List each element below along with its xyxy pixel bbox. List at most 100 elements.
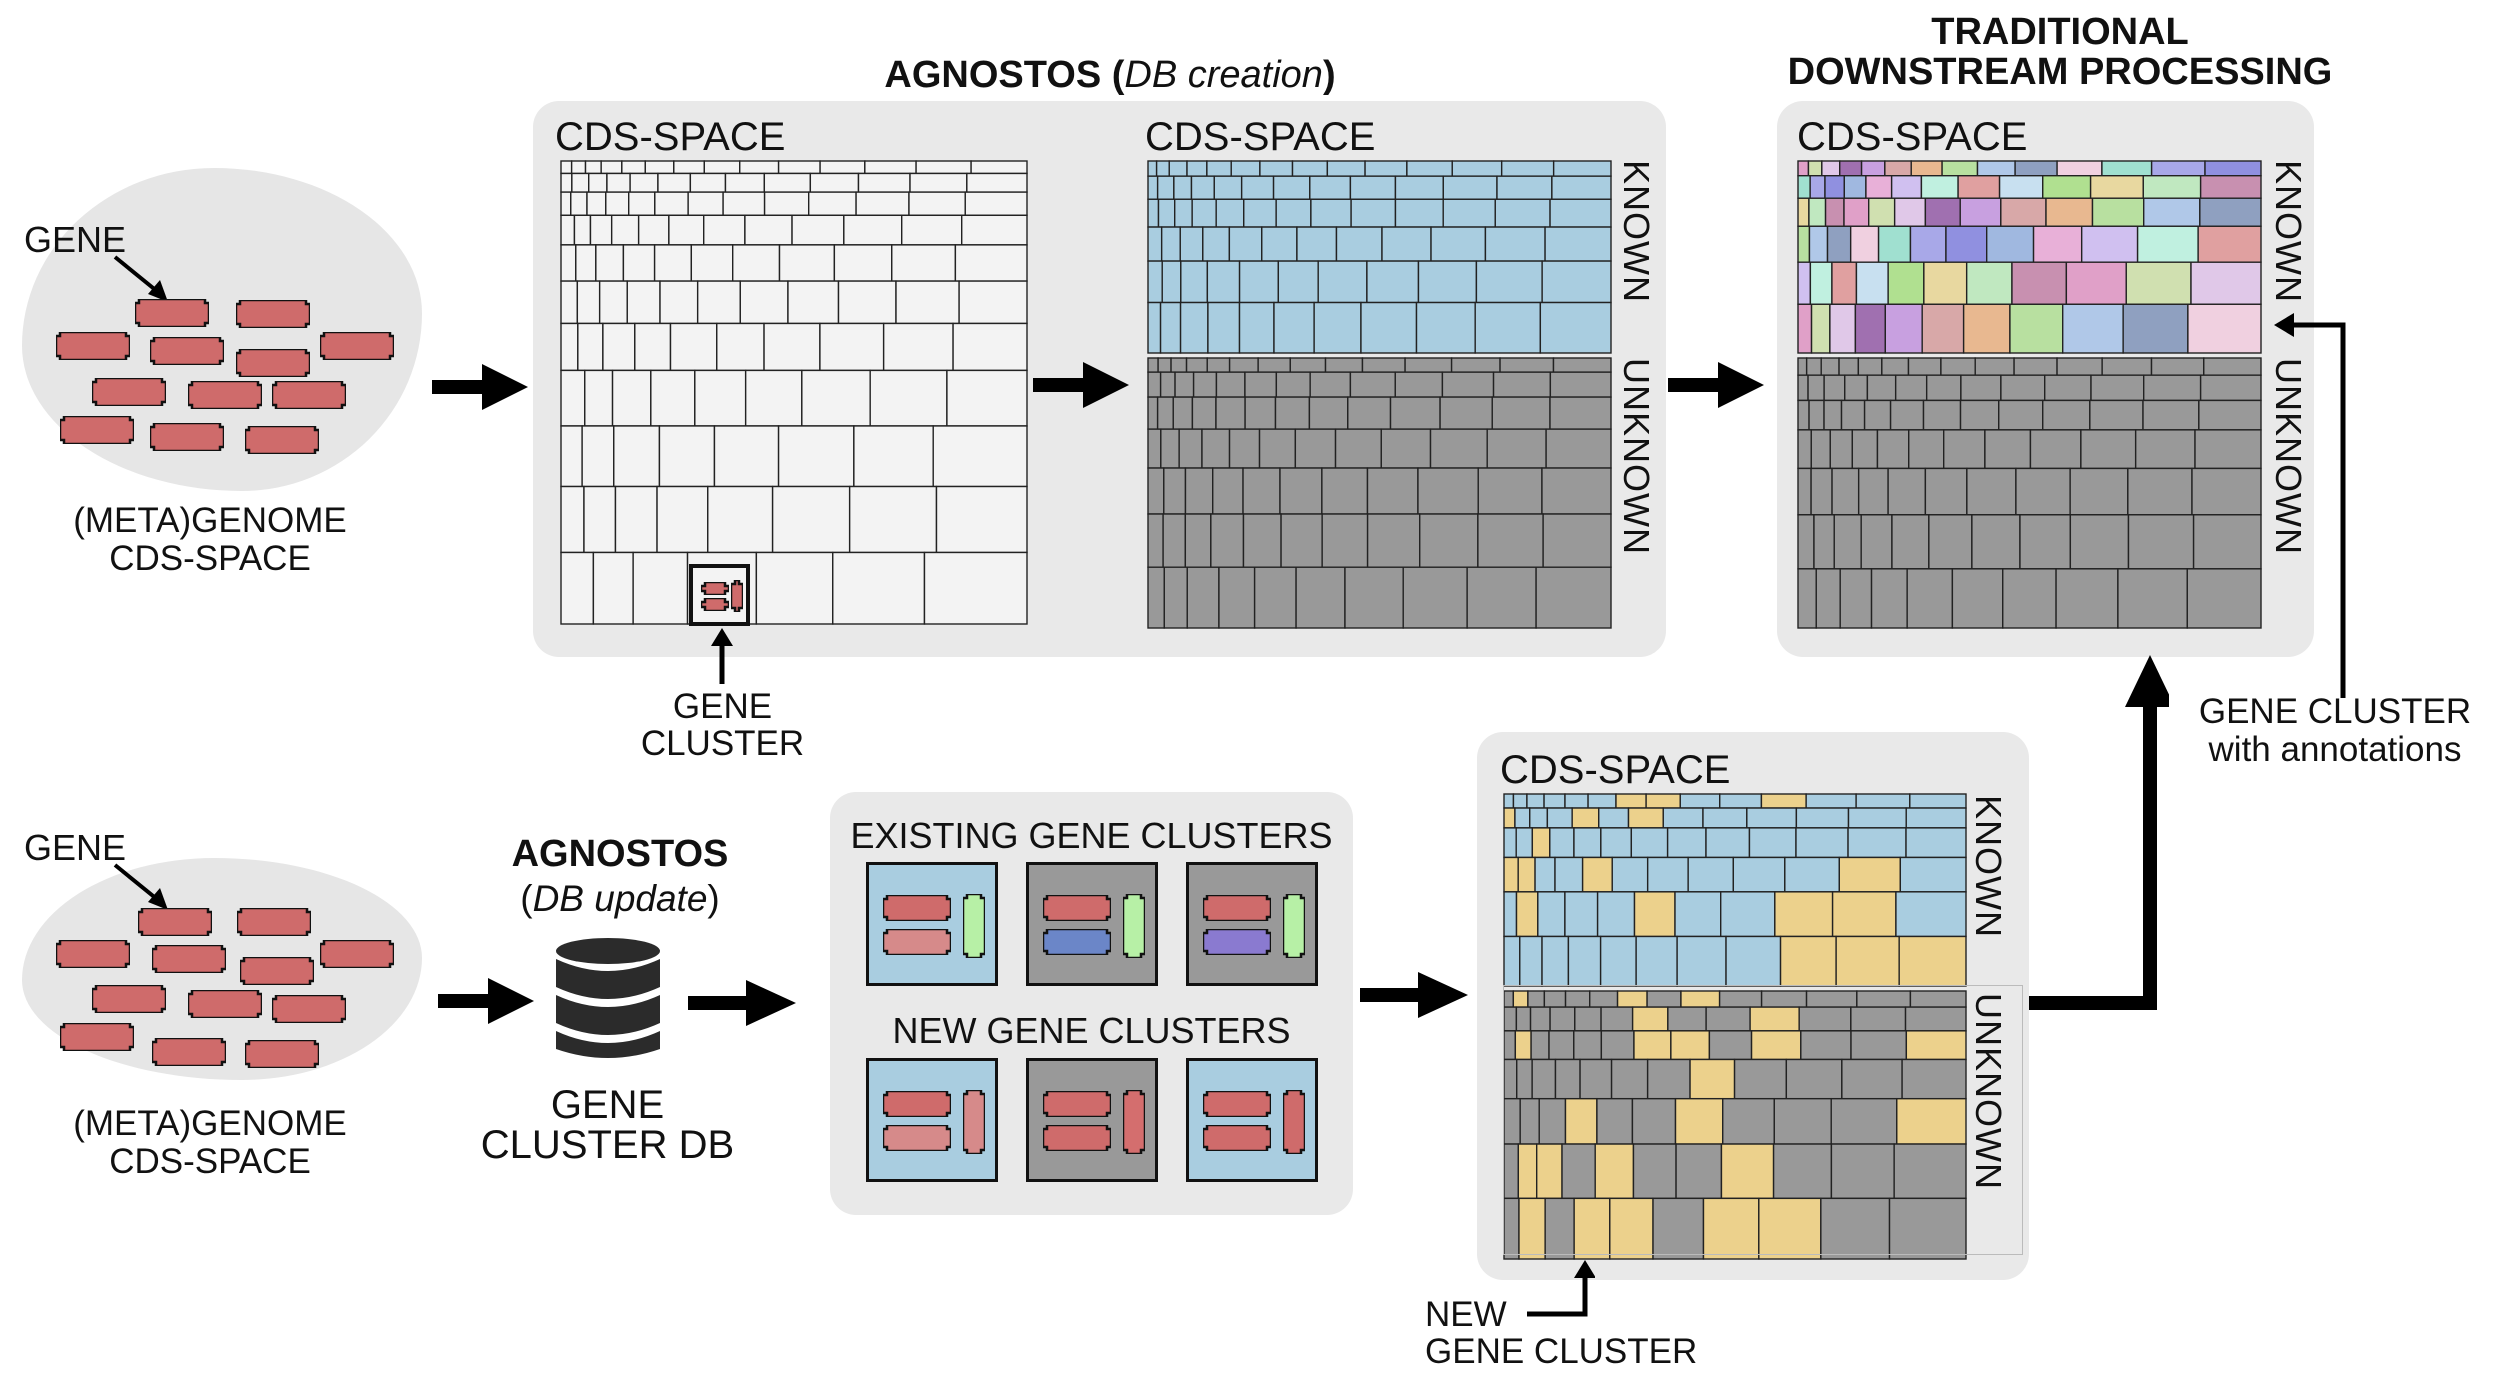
cds-cell — [589, 214, 613, 246]
cds-cell — [1518, 1197, 1546, 1260]
new-cluster-tile — [1026, 1058, 1158, 1182]
cds-cell — [1159, 371, 1176, 398]
cds-cell — [1596, 1097, 1634, 1145]
cds-cell — [2000, 197, 2047, 227]
cds-cell — [1279, 467, 1323, 515]
cds-cell — [2199, 175, 2262, 199]
cds-cell — [1998, 175, 2044, 199]
cds-cell — [707, 485, 774, 554]
gene-cluster-label-line1: GENE — [672, 687, 773, 726]
unknown-region-updated — [1503, 990, 1967, 1265]
cds-cell — [1538, 1097, 1567, 1145]
cds-cell — [2065, 261, 2127, 305]
cds-cell — [600, 160, 623, 175]
gene-icon — [186, 379, 264, 414]
cds-cell — [1192, 371, 1218, 398]
cds-cell — [1805, 357, 1822, 376]
cds-cell — [2101, 160, 2153, 177]
cds-cell — [2080, 225, 2139, 263]
cds-cell — [1833, 514, 1862, 570]
cds-cell — [1147, 513, 1164, 568]
cds-cell — [2190, 261, 2262, 305]
gene-icon — [90, 376, 168, 411]
cds-cell — [573, 214, 592, 246]
cds-cell — [1244, 371, 1278, 398]
cds-cell — [1810, 429, 1831, 470]
cds-cell — [1645, 793, 1681, 809]
cds-cell — [1361, 357, 1406, 373]
cds-cell — [1774, 891, 1834, 938]
cds-cell — [1277, 260, 1319, 304]
cds-cell — [1813, 514, 1835, 570]
cds-cell — [1962, 303, 2011, 354]
cds-cell — [1830, 1097, 1898, 1145]
gene-icon — [234, 347, 312, 382]
cds-cell — [583, 485, 617, 554]
cds-cell — [1172, 396, 1194, 430]
cds-cell — [1477, 467, 1543, 515]
cds-cell — [2013, 357, 2058, 376]
cds-cell — [1451, 160, 1503, 177]
cds-cell — [1542, 513, 1612, 568]
cds-cell — [1366, 260, 1420, 304]
cds-cell — [1784, 856, 1840, 893]
cds-cell — [1579, 1058, 1613, 1100]
new-gene-cluster-label-line2: GENE CLUSTER — [1425, 1332, 1698, 1371]
new-gene-cluster-pointer-arrow — [1527, 1260, 1595, 1317]
cds-cell — [2090, 374, 2145, 402]
cds-cell — [1887, 261, 1925, 305]
cds-cell — [1549, 827, 1575, 859]
cds-cell — [1344, 566, 1404, 629]
annotations-label-line1: GENE CLUSTER — [2198, 692, 2472, 731]
cds-cell — [1503, 856, 1519, 893]
cds-cell — [575, 244, 597, 282]
cds-cell — [560, 369, 586, 427]
cds-cell — [713, 425, 780, 488]
cds-cell — [560, 214, 576, 246]
cds-cell — [1866, 374, 1897, 402]
cds-cell — [1170, 357, 1188, 373]
cds-cell — [1905, 1030, 1967, 1061]
cds-cell — [632, 551, 689, 625]
cds-cell — [722, 191, 766, 217]
cds-cell — [1666, 827, 1707, 859]
cds-cell — [1380, 428, 1432, 469]
cds-cell — [1526, 793, 1545, 809]
cds-cell — [1922, 399, 1962, 431]
cds-cell — [1494, 198, 1551, 228]
cds-cell — [819, 322, 885, 372]
cds-cell — [1675, 1143, 1723, 1200]
cds-cell — [1147, 226, 1163, 262]
cds-cell — [1539, 301, 1612, 354]
cds-cell — [1646, 856, 1689, 893]
cds-cell — [1168, 160, 1188, 177]
cds-cell — [1310, 198, 1352, 228]
cds-cell — [1215, 371, 1246, 398]
cds-cell — [923, 551, 1028, 625]
cds-cell — [1600, 827, 1633, 859]
cds-cell — [1844, 374, 1869, 402]
cds-cell — [2000, 374, 2046, 402]
title-db-creation: AGNOSTOS (DB creation) — [840, 56, 1380, 94]
gene-label-bottom: GENE — [24, 827, 127, 868]
metagenome-label-bottom-line1: (META)GENOME — [73, 1104, 347, 1143]
cds-cell — [809, 172, 860, 193]
cds-cell — [659, 280, 699, 325]
cds-cell — [1561, 1143, 1596, 1200]
cds-cell — [1807, 160, 1823, 177]
cds-cell — [629, 172, 659, 193]
cds-cell — [560, 280, 579, 325]
cds-cell — [837, 280, 897, 325]
cds-cell — [1891, 514, 1930, 570]
cds-cell — [1720, 891, 1776, 938]
cds-cell — [1201, 428, 1231, 469]
cds-cell — [654, 191, 689, 217]
unknown-label-traditional: UNKNOWN — [2268, 358, 2309, 555]
cds-cell — [1549, 198, 1612, 228]
cds-cell — [1824, 197, 1845, 227]
cds-cell — [1160, 428, 1180, 469]
cds-cell — [1402, 566, 1468, 629]
gene-icon — [133, 297, 211, 332]
cds-cell — [657, 172, 692, 193]
cds-cell — [1906, 568, 1954, 629]
